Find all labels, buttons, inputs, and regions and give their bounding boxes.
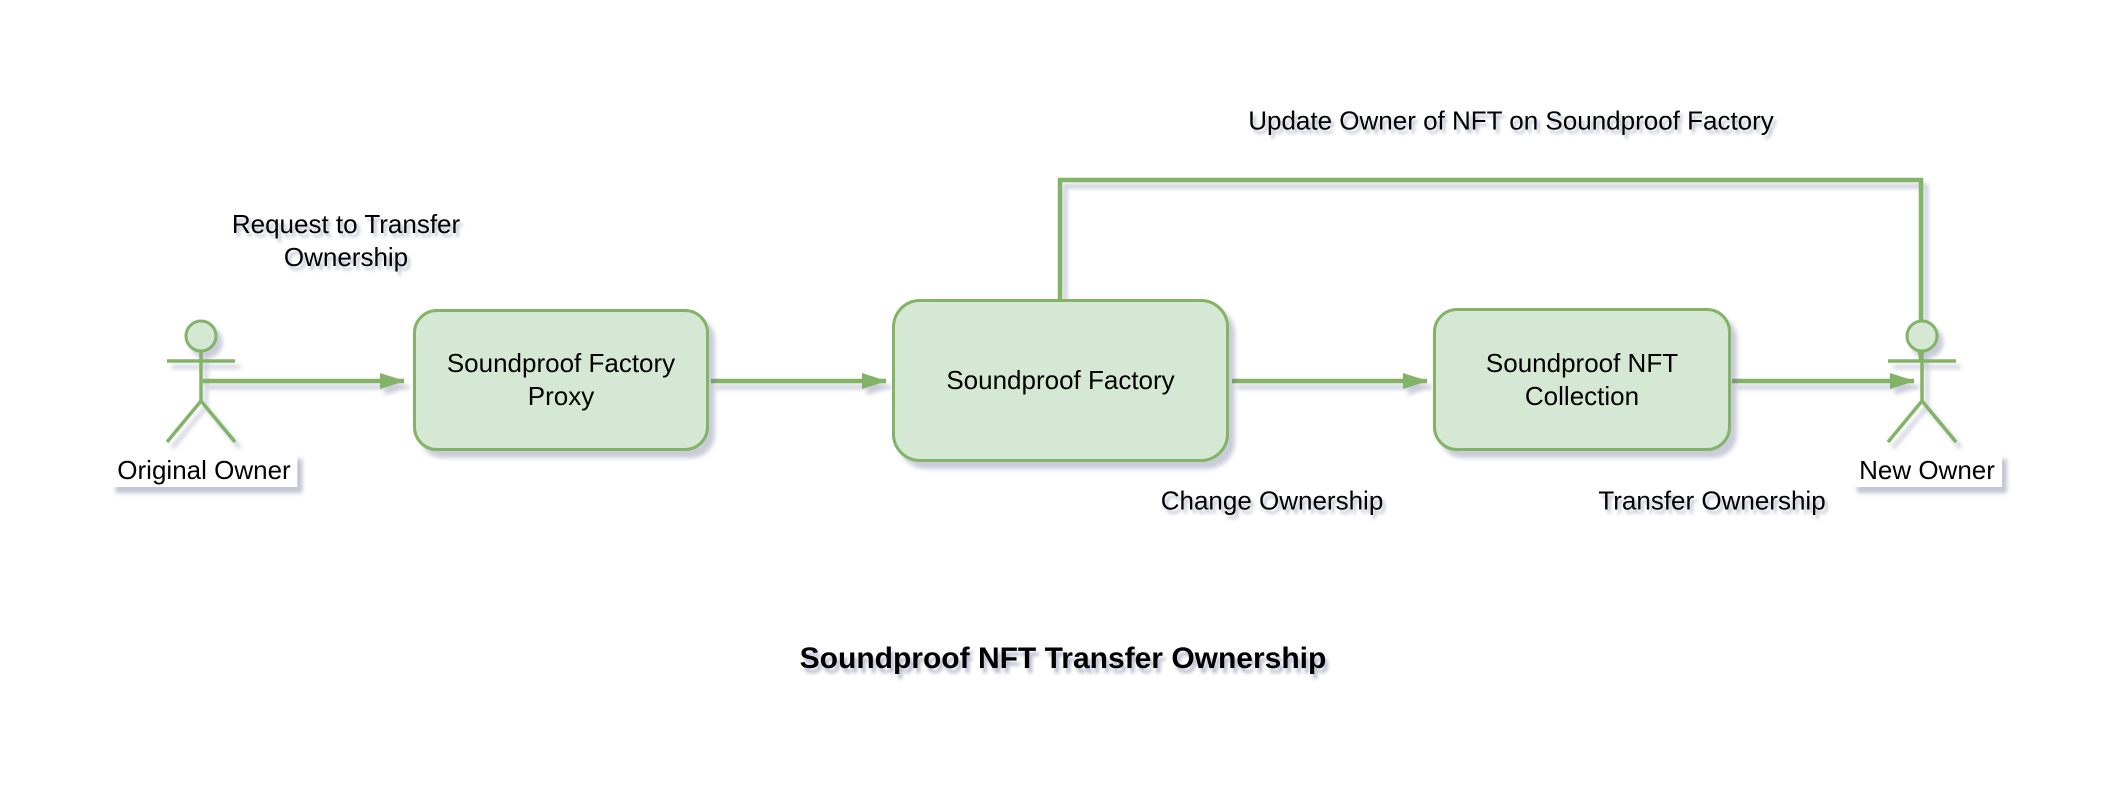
actor-leg-right [199, 399, 237, 444]
edge-label-change-ownership: Change Ownership [1160, 485, 1384, 516]
edge-label-transfer-ownership: Transfer Ownership [1598, 485, 1826, 516]
edge-label-request-to-transfer-ownership: Request to Transfer Ownership [231, 209, 461, 272]
actor-head-icon [184, 319, 218, 353]
edge-update-owner-connector [1057, 177, 1929, 363]
actor-leg-right [1920, 399, 1958, 444]
diagram-title: Soundproof NFT Transfer Ownership [799, 642, 1327, 675]
node-soundproof-nft-collection: Soundproof NFT Collection [1433, 308, 1731, 451]
actor-label-original-owner: Original Owner [110, 453, 298, 487]
actor-leg-left [1886, 399, 1924, 444]
actor-new-owner [1886, 319, 1958, 444]
node-label: Soundproof NFT Collection [1485, 347, 1679, 411]
node-soundproof-factory-proxy: Soundproof Factory Proxy [413, 309, 709, 451]
edge-label-update-owner: Update Owner of NFT on Soundproof Factor… [1248, 105, 1774, 136]
node-label: Soundproof Factory Proxy [446, 348, 676, 411]
actor-original-owner [165, 319, 237, 444]
actor-leg-left [165, 399, 203, 444]
node-label: Soundproof Factory [946, 365, 1175, 395]
actor-head-icon [1905, 319, 1939, 353]
actor-label-new-owner: New Owner [1852, 453, 2002, 487]
node-soundproof-factory: Soundproof Factory [892, 299, 1229, 462]
